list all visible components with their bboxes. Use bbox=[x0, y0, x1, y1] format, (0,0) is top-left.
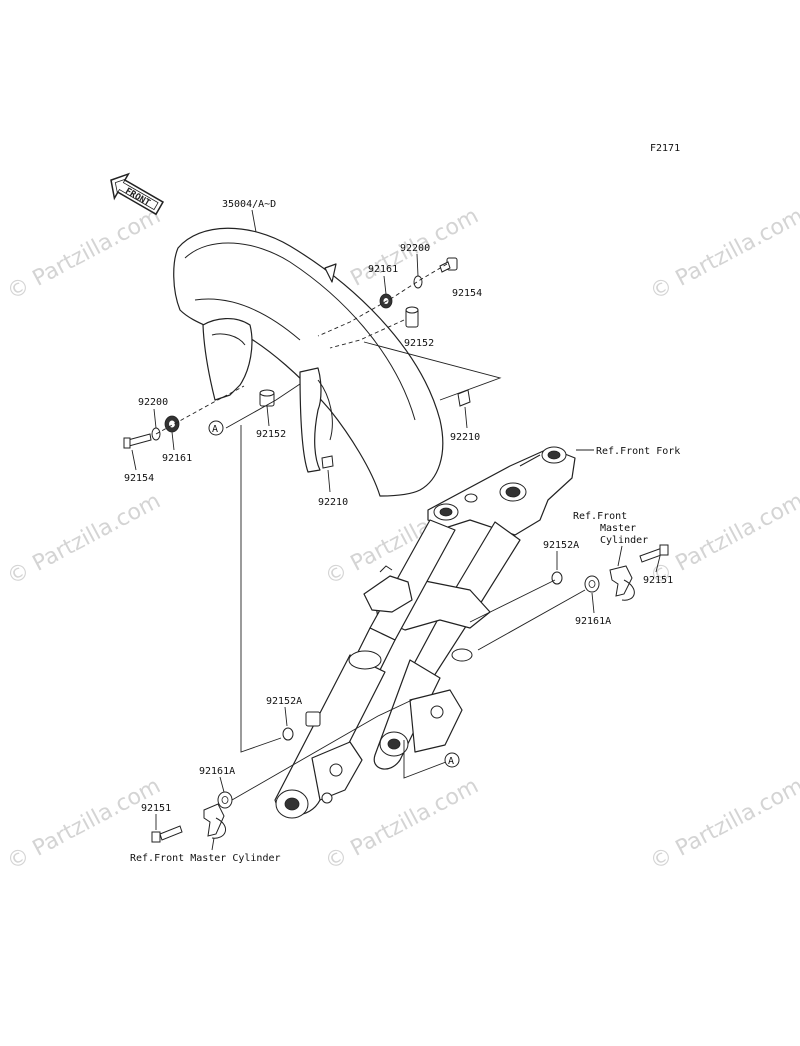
front-fork bbox=[274, 446, 576, 819]
clip-icon bbox=[457, 389, 471, 407]
label-ref-mc-right-3: Cylinder bbox=[600, 535, 648, 546]
label-bolt-right: 92151 bbox=[643, 575, 673, 586]
fastener-group-left bbox=[123, 383, 301, 449]
watermark-layer: © Partzilla.com © Partzilla.com © Partzi… bbox=[3, 204, 800, 876]
collar-icon bbox=[551, 571, 563, 585]
label-bolt-top: 92154 bbox=[452, 288, 482, 299]
front-fender bbox=[173, 227, 444, 497]
fastener-group-top bbox=[317, 257, 502, 401]
clamp-icon bbox=[203, 803, 226, 839]
nut-icon bbox=[164, 415, 180, 433]
label-clip-bottom: 92210 bbox=[318, 497, 348, 508]
callout-circle bbox=[444, 752, 460, 768]
label-ref-front-fork: Ref.Front Fork bbox=[596, 446, 680, 457]
label-washer-top: 92200 bbox=[400, 243, 430, 254]
bolt-icon bbox=[439, 257, 458, 273]
bolt-icon bbox=[151, 825, 183, 843]
callout-a: A bbox=[448, 756, 454, 767]
callout-a: A bbox=[212, 424, 218, 435]
label-bolt-left: 92154 bbox=[124, 473, 154, 484]
watermark: © Partzilla.com bbox=[646, 774, 800, 876]
label-collar-left: 92152 bbox=[256, 429, 286, 440]
label-nut-a-left: 92161A bbox=[199, 766, 235, 777]
label-ref-mc-right-1: Ref.Front bbox=[573, 511, 627, 522]
diagram-code: F2171 bbox=[650, 143, 680, 154]
watermark: © Partzilla.com bbox=[646, 204, 800, 306]
washer-icon bbox=[413, 275, 423, 289]
label-washer-left: 92200 bbox=[138, 397, 168, 408]
label-clip-right: 92210 bbox=[450, 432, 480, 443]
label-collar-top: 92152 bbox=[404, 338, 434, 349]
clip-icon bbox=[321, 455, 334, 469]
label-ref-mc-right-2: Master bbox=[600, 523, 636, 534]
collar-icon bbox=[282, 711, 321, 741]
watermark: © Partzilla.com bbox=[3, 204, 165, 306]
watermark: © Partzilla.com bbox=[3, 489, 165, 591]
clamp-icon bbox=[609, 565, 635, 601]
label-collar-a-right: 92152A bbox=[543, 540, 579, 551]
label-nut-left: 92161 bbox=[162, 453, 192, 464]
label-nut-a-right: 92161A bbox=[575, 616, 611, 627]
nut-icon bbox=[217, 791, 233, 809]
fastener-group-right bbox=[469, 544, 669, 651]
bolt-icon bbox=[123, 433, 152, 449]
label-nut-top: 92161 bbox=[368, 264, 398, 275]
label-ref-mc-bottom: Ref.Front Master Cylinder bbox=[130, 853, 281, 864]
nut-icon bbox=[584, 575, 600, 593]
collar-icon bbox=[405, 306, 419, 328]
collar-icon bbox=[259, 389, 275, 407]
label-fender: 35004/A~D bbox=[222, 199, 276, 210]
bolt-icon bbox=[639, 544, 669, 563]
callout-circle bbox=[208, 420, 224, 436]
label-collar-a-left: 92152A bbox=[266, 696, 302, 707]
front-arrow-icon: FRONT bbox=[110, 172, 165, 216]
fastener-group-bottom bbox=[151, 699, 413, 843]
label-bolt-left-bottom: 92151 bbox=[141, 803, 171, 814]
